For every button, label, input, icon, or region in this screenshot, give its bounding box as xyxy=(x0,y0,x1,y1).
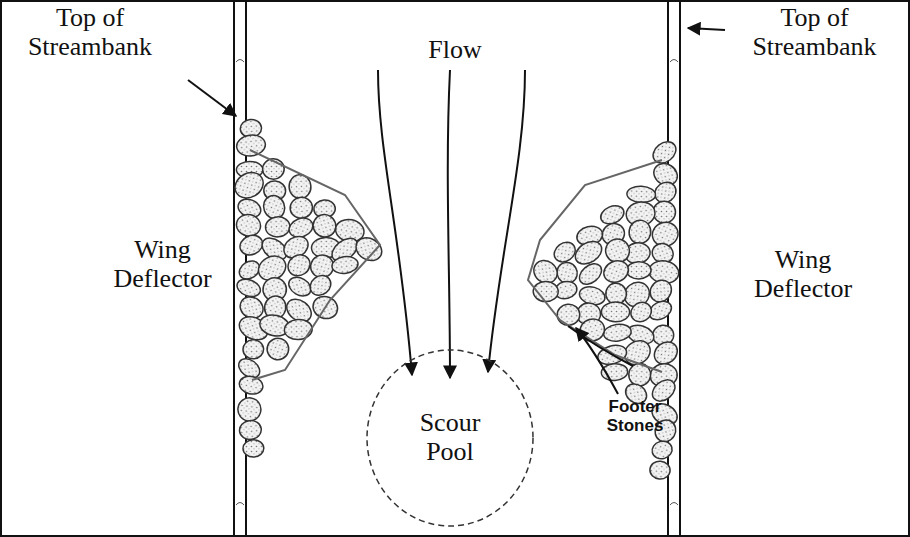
rock xyxy=(306,271,335,299)
node-text: Scour Pool xyxy=(400,409,500,466)
rock xyxy=(263,335,292,364)
rock xyxy=(626,261,651,279)
rock xyxy=(243,339,265,359)
rock xyxy=(236,396,262,422)
rock xyxy=(237,232,266,258)
bank-label: Top of Streambank xyxy=(732,4,897,61)
rock xyxy=(284,251,314,280)
rock xyxy=(265,216,291,238)
rock xyxy=(238,419,262,440)
rock xyxy=(571,237,606,269)
rock xyxy=(243,440,264,458)
rock xyxy=(627,298,655,325)
rock xyxy=(289,196,314,220)
rock xyxy=(627,219,652,246)
rock xyxy=(230,168,267,203)
leader-arrows xyxy=(188,28,725,394)
flow-label: Flow xyxy=(400,36,510,65)
rock xyxy=(650,439,674,461)
rock-piles xyxy=(230,119,681,480)
footer-stones-label: Footer Stones xyxy=(595,398,675,435)
deflector-label: Wing Deflector xyxy=(738,246,868,303)
rock xyxy=(649,460,671,479)
rock xyxy=(235,133,266,157)
rock xyxy=(603,323,633,343)
rock xyxy=(556,303,580,326)
rock xyxy=(234,212,262,238)
footer-stones-outline xyxy=(568,326,633,366)
rock xyxy=(576,260,606,289)
stream-banks xyxy=(234,0,680,537)
rock xyxy=(601,302,630,322)
deflector-outlines xyxy=(250,150,662,380)
rock xyxy=(235,276,263,300)
deflector-label: Wing Deflector xyxy=(100,236,225,293)
bank-label: Top of Streambank xyxy=(10,4,170,61)
rock xyxy=(600,257,631,286)
rock xyxy=(653,201,676,223)
rock xyxy=(309,211,340,241)
scour-pool: Scour Pool xyxy=(365,348,535,528)
grass-marks xyxy=(236,60,678,506)
flow-arrows xyxy=(378,70,525,378)
rock xyxy=(550,238,579,266)
rock xyxy=(284,319,313,341)
rock xyxy=(626,186,655,204)
